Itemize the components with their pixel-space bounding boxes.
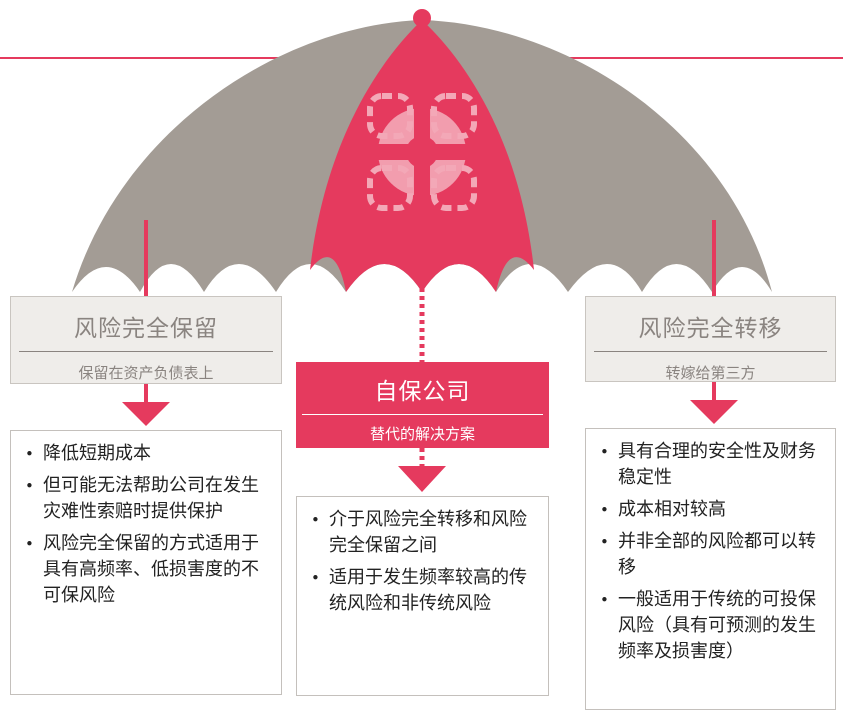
center-label-box: 自保公司 替代的解决方案 [296, 362, 549, 448]
list-item: 并非全部的风险都可以转移 [594, 529, 825, 581]
right-subtitle: 转嫁给第三方 [665, 364, 756, 382]
list-item: 但可能无法帮助公司在发生灾难性索赔时提供保护 [19, 473, 271, 525]
center-title: 自保公司 [374, 379, 471, 405]
list-item: 介于风险完全转移和风险完全保留之间 [305, 507, 538, 559]
center-arrow-head [398, 466, 446, 492]
center-subtitle: 替代的解决方案 [369, 425, 475, 443]
list-item: 一般适用于传统的可投保风险（具有可预测的发生频率及损害度） [594, 587, 825, 665]
list-item: 成本相对较高 [594, 497, 825, 523]
left-bullet-list: 降低短期成本 但可能无法帮助公司在发生灾难性索赔时提供保护 风险完全保留的方式适… [19, 441, 271, 609]
left-content-box: 降低短期成本 但可能无法帮助公司在发生灾难性索赔时提供保护 风险完全保留的方式适… [10, 430, 282, 695]
list-item: 降低短期成本 [19, 441, 271, 467]
right-bullet-list: 具有合理的安全性及财务稳定性 成本相对较高 并非全部的风险都可以转移 一般适用于… [594, 439, 825, 665]
right-arrow-head [690, 400, 738, 424]
right-content-box: 具有合理的安全性及财务稳定性 成本相对较高 并非全部的风险都可以转移 一般适用于… [585, 428, 836, 710]
center-bullet-list: 介于风险完全转移和风险完全保留之间 适用于发生频率较高的传统风险和非传统风险 [305, 507, 538, 617]
right-title: 风险完全转移 [638, 316, 783, 342]
center-divider [302, 414, 543, 415]
left-label-box: 风险完全保留 保留在资产负债表上 [10, 296, 282, 384]
right-label-box: 风险完全转移 转嫁给第三方 [585, 296, 836, 382]
left-title: 风险完全保留 [74, 316, 218, 342]
left-subtitle: 保留在资产负债表上 [78, 364, 214, 382]
list-item: 风险完全保留的方式适用于具有高频率、低损害度的不可保风险 [19, 531, 271, 609]
list-item: 具有合理的安全性及财务稳定性 [594, 439, 825, 491]
right-divider [594, 351, 827, 352]
left-divider [19, 351, 273, 352]
life-ring-icon [367, 93, 477, 211]
umbrella-tip [413, 9, 431, 27]
center-content-box: 介于风险完全转移和风险完全保留之间 适用于发生频率较高的传统风险和非传统风险 [296, 496, 549, 696]
left-arrow-head [122, 402, 170, 426]
list-item: 适用于发生频率较高的传统风险和非传统风险 [305, 565, 538, 617]
